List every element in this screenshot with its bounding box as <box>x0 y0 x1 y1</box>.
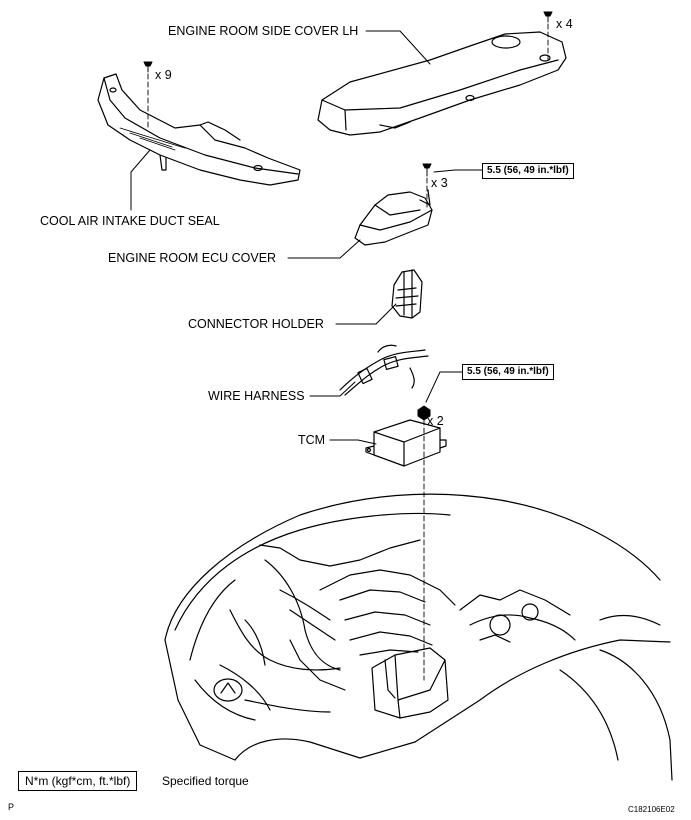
tcm-drawing <box>365 419 447 467</box>
engine-room-side-cover-drawing <box>317 31 567 136</box>
footer-left-code: P <box>8 802 15 812</box>
label-engine-room-side-cover: ENGINE ROOM SIDE COVER LH <box>168 24 359 38</box>
leader-lines <box>130 30 483 445</box>
label-cool-air-intake-duct-seal: COOL AIR INTAKE DUCT SEAL <box>40 214 220 228</box>
fastener-icons <box>143 11 553 421</box>
vehicle-front-drawing <box>164 493 673 781</box>
qty-duct-seal-clips: x 9 <box>155 68 172 82</box>
torque-spec-ecu-cover: 5.5 (56, 49 in.*lbf) <box>482 163 574 179</box>
engine-room-ecu-cover-drawing <box>354 189 433 246</box>
install-guide-lines <box>147 23 549 681</box>
legend-unit-box: N*m (kgf*cm, ft.*lbf) <box>18 771 138 791</box>
connector-holder-drawing <box>391 269 423 319</box>
label-engine-room-ecu-cover: ENGINE ROOM ECU COVER <box>108 251 277 265</box>
wire-harness-drawing <box>339 344 429 396</box>
qty-tcm-nuts: x 2 <box>427 414 444 428</box>
label-connector-holder: CONNECTOR HOLDER <box>188 317 324 331</box>
cool-air-intake-duct-seal-drawing <box>97 73 301 186</box>
qty-side-cover-clips: x 4 <box>556 17 573 31</box>
torque-spec-tcm: 5.5 (56, 49 in.*lbf) <box>462 364 554 380</box>
figure-id: C182106E02 <box>628 805 675 814</box>
legend-description: Specified torque <box>162 774 249 788</box>
label-tcm: TCM <box>298 433 326 447</box>
qty-ecu-cover-bolts: x 3 <box>431 176 448 190</box>
label-wire-harness: WIRE HARNESS <box>208 389 305 403</box>
